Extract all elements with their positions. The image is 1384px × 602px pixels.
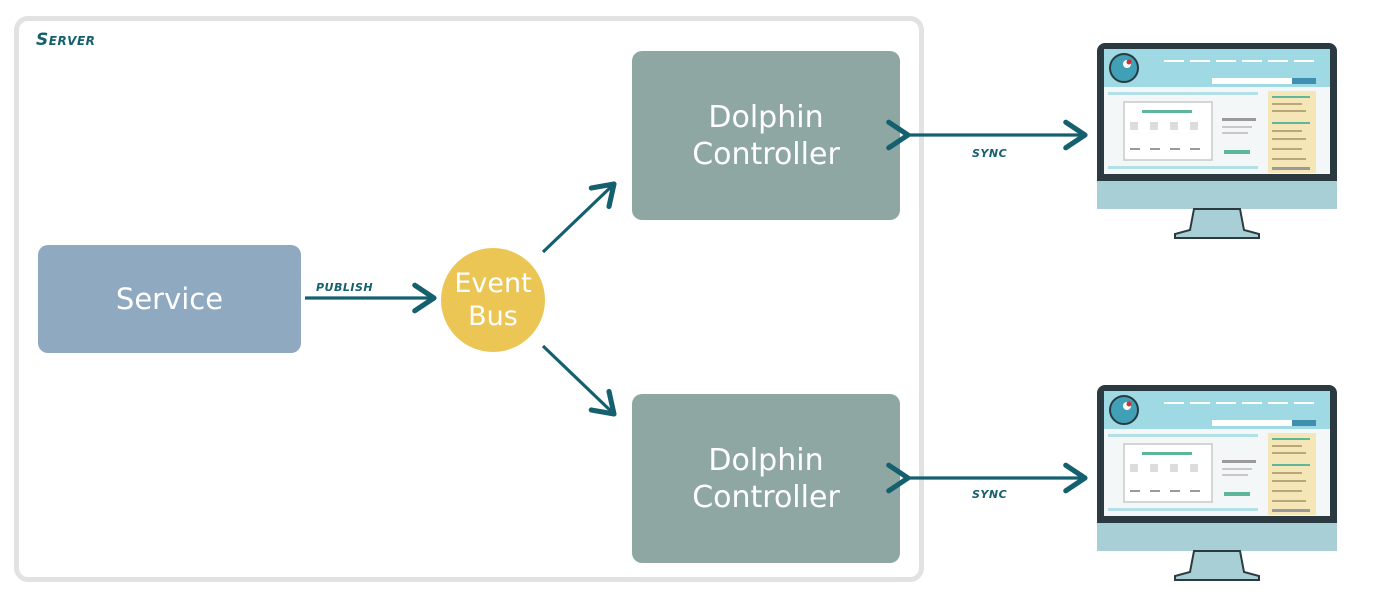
- monitor-icon: [1097, 43, 1337, 239]
- dolphin-logo-icon: [1109, 53, 1139, 83]
- controller-label-line2: Controller: [692, 479, 840, 515]
- dolphin-controller-top: Dolphin Controller: [632, 51, 900, 220]
- controller-label-line2: Controller: [692, 136, 840, 172]
- server-label: Server: [36, 30, 96, 50]
- event-bus-label-line1: Event: [454, 268, 532, 299]
- event-bus-node: Event Bus: [441, 248, 545, 352]
- server-boundary: [14, 16, 924, 582]
- service-label: Service: [115, 282, 224, 316]
- monitor-icon: [1097, 385, 1337, 581]
- service-node: Service: [38, 245, 301, 353]
- controller-label-line1: Dolphin: [708, 442, 824, 478]
- event-bus-label-line2: Bus: [468, 301, 518, 332]
- bus-to-controller-top-arrow: [541, 181, 617, 254]
- dolphin-logo-icon: [1109, 395, 1139, 425]
- publish-label: publish: [316, 276, 374, 295]
- bus-to-controller-bottom-arrow: [541, 344, 617, 417]
- controller-label-line1: Dolphin: [708, 99, 824, 135]
- dolphin-controller-bottom: Dolphin Controller: [632, 394, 900, 563]
